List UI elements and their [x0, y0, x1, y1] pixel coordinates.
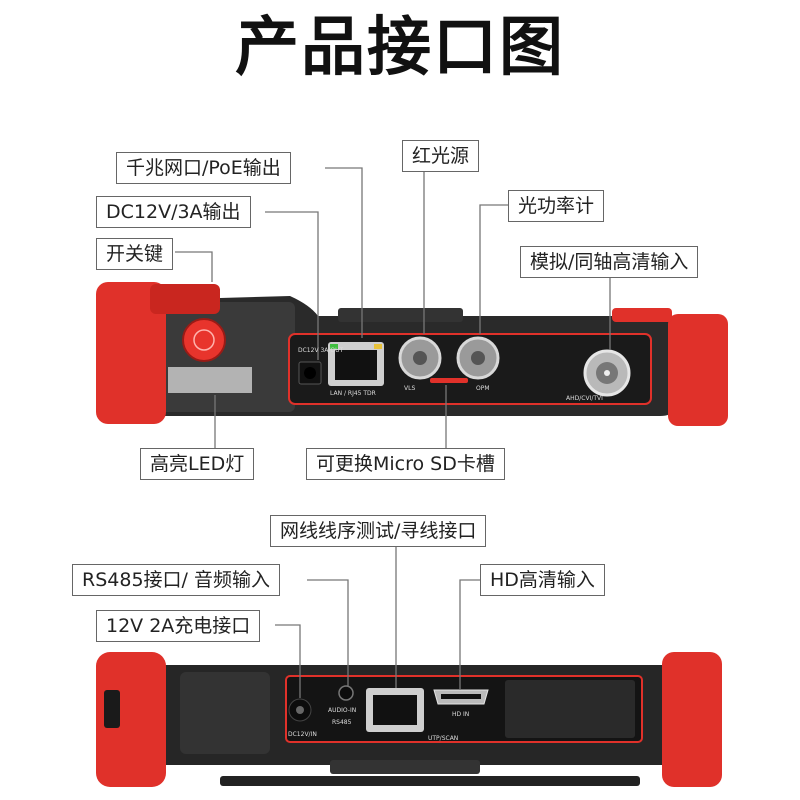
dc-in-print: DC12V/IN — [288, 731, 317, 738]
utp-print: UTP/SCAN — [428, 735, 458, 742]
right-bumper — [668, 314, 728, 426]
page-title: 产品接口图 — [235, 11, 565, 85]
callout-sd-slot: 可更换Micro SD卡槽 — [306, 448, 505, 480]
callout-power-key: 开关键 — [96, 238, 174, 270]
hdin-print: HD IN — [452, 711, 469, 718]
opm-print: OPM — [476, 385, 490, 392]
callout-analog-coax: 模拟/同轴高清输入 — [520, 246, 699, 278]
power-button — [182, 318, 226, 362]
callout-led: 高亮LED灯 — [140, 448, 255, 480]
callout-hd-input: HD高清输入 — [480, 564, 605, 596]
audio-print: AUDIO-IN — [328, 707, 356, 714]
callout-dc-out: DC12V/3A输出 — [96, 196, 251, 228]
callout-power-meter: 光功率计 — [508, 190, 605, 222]
left-bumper — [96, 282, 166, 424]
callout-cable-test: 网线线序测试/寻线接口 — [270, 515, 487, 547]
sd-slot — [430, 378, 468, 383]
callout-charge: 12V 2A充电接口 — [96, 610, 261, 642]
bnc-print: AHD/CVI/TVI — [566, 395, 603, 402]
top-device — [96, 167, 728, 448]
vls-print: VLS — [404, 385, 415, 392]
dc-print: DC12V 3A/OUT — [298, 347, 344, 354]
bottom-left-bumper — [96, 652, 166, 787]
callout-rs485-audio: RS485接口/ 音频输入 — [72, 564, 280, 596]
callout-red-light: 红光源 — [402, 140, 480, 172]
bottom-right-bumper — [662, 652, 722, 787]
callout-lan-poe: 千兆网口/PoE输出 — [116, 152, 291, 184]
led-window — [168, 367, 252, 393]
rs485-print: RS485 — [332, 719, 352, 726]
bottom-device — [96, 540, 722, 787]
lan-print: LAN / RJ45 TDR — [330, 390, 376, 397]
